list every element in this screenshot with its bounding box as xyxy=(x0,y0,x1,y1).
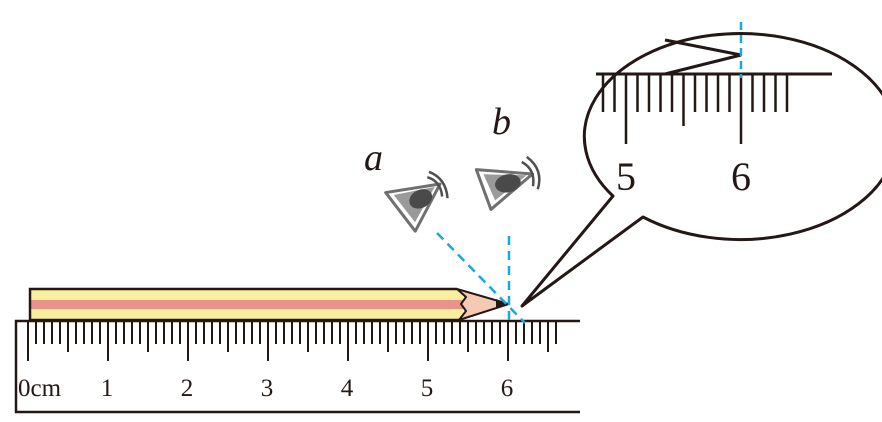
eye-b-icon xyxy=(474,155,541,211)
eye-b-label: b xyxy=(492,101,511,143)
ruler-label-6: 6 xyxy=(501,375,514,402)
ruler-label-0cm: 0cm xyxy=(18,375,62,402)
pencil xyxy=(28,287,510,322)
ruler-label-5: 5 xyxy=(421,375,434,402)
zoom-label-6: 6 xyxy=(731,154,751,199)
zoom-label-5: 5 xyxy=(616,154,636,199)
ruler-label-3: 3 xyxy=(261,375,274,402)
sight-line-a xyxy=(436,232,526,324)
zoom-callout-bubble xyxy=(520,32,882,308)
pencil-lead xyxy=(496,299,509,309)
eye-a-icon xyxy=(384,170,449,233)
ruler-ticks xyxy=(27,321,557,361)
zoom-ruler-ticks xyxy=(601,74,789,144)
ruler-label-1: 1 xyxy=(101,375,114,402)
ruler-label-2: 2 xyxy=(181,375,194,402)
ruler-label-4: 4 xyxy=(341,375,354,402)
pencil-stripe xyxy=(30,300,463,309)
eye-a-label: a xyxy=(364,137,383,179)
pencil-outline xyxy=(28,287,459,322)
